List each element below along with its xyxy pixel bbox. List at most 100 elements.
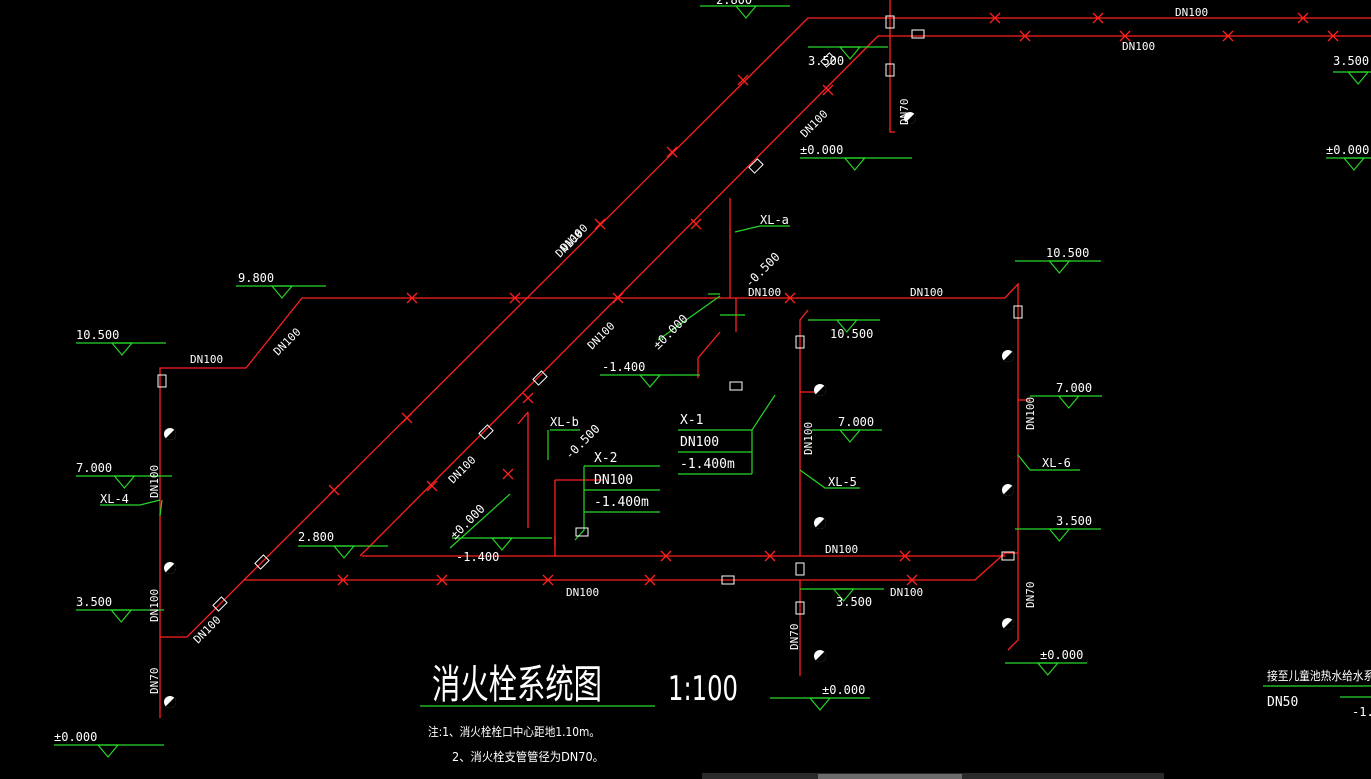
level-700-xl5-text: 7.000 [838,415,874,429]
valve-mark [822,84,834,96]
pipe-markers [157,12,1339,708]
drawing-title: 消火栓系统图 [432,662,602,708]
valve-mark [666,146,678,158]
hydrant-icon [814,650,826,662]
fitting-mark [532,370,548,386]
dn100-diag-small-label: DN100 [558,222,591,255]
fitting-mark [885,63,895,77]
hydrant-icon [814,384,826,396]
scrollbar-thumb[interactable] [818,774,962,779]
pipe-segment [517,411,529,425]
level-neg050-a-text: -0.500 [742,250,783,291]
x-1-id: X-1 [680,413,703,428]
dn70-xl5-label: DN70 [788,624,801,651]
fitting-mark [729,381,743,391]
valve-mark [406,292,418,304]
pipe-segment [359,35,879,557]
fitting-mark [721,575,735,585]
valve-mark [989,12,1001,24]
hydrant-icon [904,112,916,124]
xl-b-label: XL-b [550,415,579,429]
valve-mark [1019,30,1031,42]
level-1050-mid-text: 10.500 [830,327,873,341]
valve-mark [906,574,918,586]
valve-mark [764,550,776,562]
fitting-mark [478,424,494,440]
leader-line [657,295,721,341]
valve-mark [594,218,606,230]
level-700-xl6-text: 7.000 [1056,381,1092,395]
leader-line [751,394,776,474]
level-350-top-text: 3.500 [808,54,844,68]
dn100-xl4-lower-label: DN100 [148,589,161,622]
pipe-segment [889,0,895,133]
valve-mark [522,392,534,404]
dn100-diag-upper-label: DN100 [798,108,831,141]
hydrant-icon [164,696,176,708]
dn100-bottom-mid-label: DN100 [825,543,858,556]
hydrant-icon [1002,350,1014,362]
level-700-xl5-triangle [838,429,862,443]
dn100-bottom-horiz-label: DN100 [566,586,599,599]
valve-mark [542,574,554,586]
valve-mark [899,550,911,562]
hydrant-icon [1002,618,1014,630]
valve-mark [426,480,438,492]
pipe-segment [697,331,721,359]
annotation-lines [54,5,1371,758]
fitting-mark [1013,305,1023,319]
leader-line [449,493,511,549]
valve-mark [1327,30,1339,42]
level-700-left-triangle [113,475,136,489]
dn100-top-right-lower-label: DN100 [1122,40,1155,53]
leader-line [159,499,163,517]
dn100-diag-lower-label: DN100 [446,454,479,487]
level-000-mid-triangle [843,157,867,171]
valve-mark [660,550,672,562]
dn100-right-top-label: DN100 [910,286,943,299]
valve-mark [644,574,656,586]
fitting-mark [885,15,895,29]
level-neg140-x1-text: -1.400 [602,360,645,374]
fitting-mark [911,29,925,39]
leader-line [574,466,585,541]
pipe-segment [243,17,1371,581]
note-1: 注:1、消火栓栓口中心距地1.10m。 [428,724,600,739]
fitting-mark [795,335,805,349]
level-neg140-x2-triangle [490,537,514,551]
level-top-left-text: 2.800 [716,0,752,7]
x-2-id: X-2 [594,451,617,466]
hydrant-icon [164,562,176,574]
x-2-elev: -1.400m [594,495,649,510]
level-350-bottom-text: 3.500 [836,595,872,609]
valve-mark [1222,30,1234,42]
level-350-top-triangle [838,46,862,60]
cropped-note-line2: DN50 [1267,695,1298,710]
dn100-left-horiz-label: DN100 [190,353,223,366]
fitting-mark [748,158,764,174]
level-1050-left-text: 10.500 [76,328,119,342]
level-1050-right-text: 10.500 [1046,246,1089,260]
x-1-size: DN100 [680,435,719,450]
level-000-topright-text: ±0.000 [1326,143,1369,157]
leader-line [1017,454,1080,471]
level-000-x1-text: ±0.000 [650,312,691,353]
cropped-note-line1: 接至儿童池热水给水系统 [1267,668,1371,683]
level-000-x2-text: ±0.000 [447,502,488,543]
level-350-xl6-triangle [1048,528,1071,542]
dn100-bottom-right-label: DN100 [890,586,923,599]
level-000-xl5-triangle [808,697,832,711]
hydrant-icon [164,428,176,440]
level-000-xl5-text: ±0.000 [822,683,865,697]
x-2-size: DN100 [594,473,633,488]
fitting-mark [820,52,836,68]
pipe-network [159,0,1371,718]
level-000-mid-text: ±0.000 [800,143,843,157]
leader-line [100,499,161,506]
fitting-mark [254,554,270,570]
dn100-center-top-label: DN100 [748,286,781,299]
xl-5-label: XL-5 [828,475,857,489]
fitting-mark [157,374,167,388]
pipe-segment [159,282,1019,718]
level-350-topright-triangle [1346,71,1370,85]
